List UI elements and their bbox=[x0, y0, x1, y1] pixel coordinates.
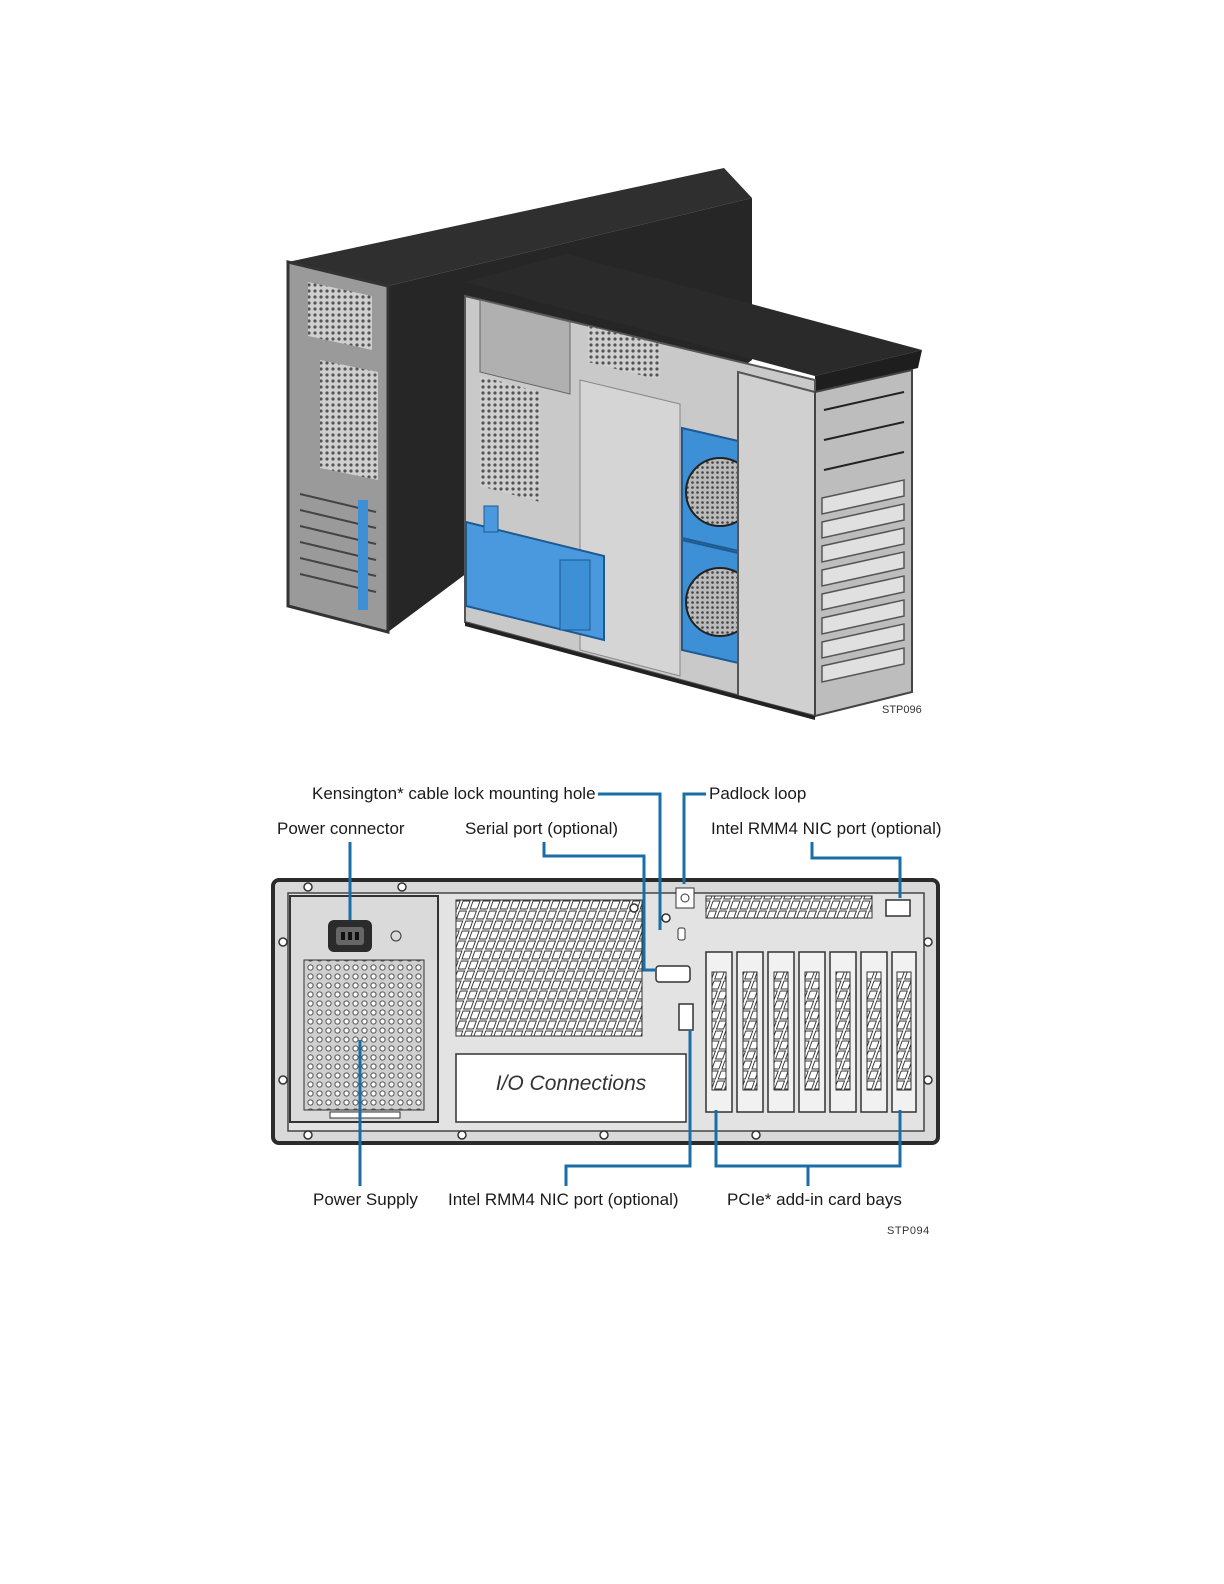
power-connector-socket bbox=[328, 920, 372, 952]
power-supply-module bbox=[290, 896, 438, 1122]
rmm4-nic-port-top bbox=[886, 900, 910, 916]
callout-kensington: Kensington* cable lock mounting hole bbox=[312, 784, 596, 804]
kensington-hole bbox=[678, 928, 685, 940]
callout-power-connector: Power connector bbox=[277, 819, 405, 839]
serial-port bbox=[656, 966, 690, 982]
callout-padlock-loop: Padlock loop bbox=[709, 784, 806, 804]
padlock-loop bbox=[676, 888, 694, 908]
figure2-id-label: STP094 bbox=[887, 1225, 930, 1237]
callout-serial-port: Serial port (optional) bbox=[465, 819, 618, 839]
io-connections-label: I/O Connections bbox=[456, 1072, 686, 1096]
chassis-screws bbox=[279, 883, 932, 1139]
callout-pcie-bays: PCIe* add-in card bays bbox=[727, 1190, 902, 1210]
chassis-3d-illustration: STP096 bbox=[0, 0, 1224, 760]
pcie-card-bays bbox=[706, 952, 916, 1112]
callout-rmm4-top: Intel RMM4 NIC port (optional) bbox=[711, 819, 942, 839]
rear-panel-outline bbox=[273, 880, 938, 1143]
callout-lines bbox=[350, 794, 900, 1186]
callout-power-supply: Power Supply bbox=[313, 1190, 418, 1210]
callout-rmm4-bottom: Intel RMM4 NIC port (optional) bbox=[448, 1190, 679, 1210]
rmm4-nic-port-bottom bbox=[679, 1004, 693, 1030]
figure1-id-label: STP096 bbox=[882, 704, 922, 716]
drive-cage bbox=[738, 372, 815, 716]
